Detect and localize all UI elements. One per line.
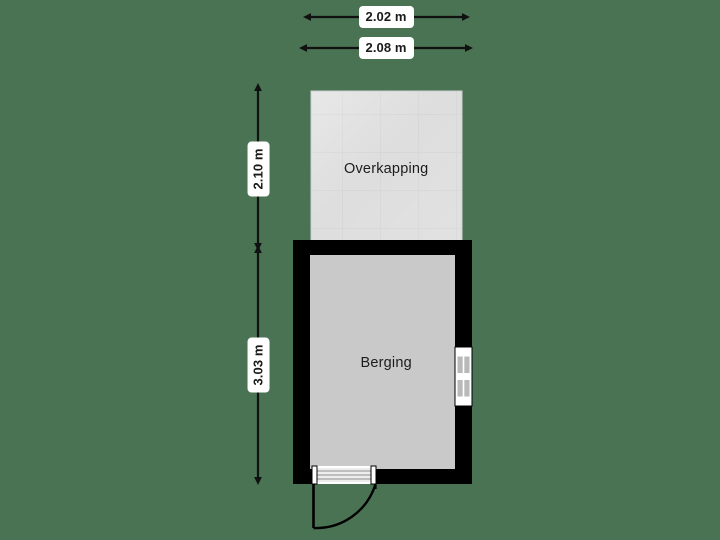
window-top-rail <box>457 349 470 357</box>
overkapping-room-label: Overkapping <box>344 160 429 177</box>
door-jamb-left <box>311 465 318 485</box>
entrance-door <box>311 465 377 530</box>
berging-floor <box>310 255 455 469</box>
berging-room-label: Berging <box>360 354 412 371</box>
canopy-depth-dimension-label: 2.10 m <box>247 141 270 197</box>
storage-width-dimension-label: 2.08 m <box>358 37 414 59</box>
canopy-width-dimension-label: 2.02 m <box>358 6 414 28</box>
window-outline <box>454 346 473 407</box>
door-swing-arc <box>313 483 377 530</box>
overkapping-shading <box>311 91 462 243</box>
door-jamb-right <box>370 465 377 485</box>
side-window <box>454 346 473 407</box>
overkapping-area <box>310 90 463 244</box>
window-bottom-rail <box>457 396 470 404</box>
berging-area <box>293 240 472 484</box>
storage-depth-dimension-label: 3.03 m <box>247 337 270 393</box>
window-middle-rail <box>457 373 470 380</box>
